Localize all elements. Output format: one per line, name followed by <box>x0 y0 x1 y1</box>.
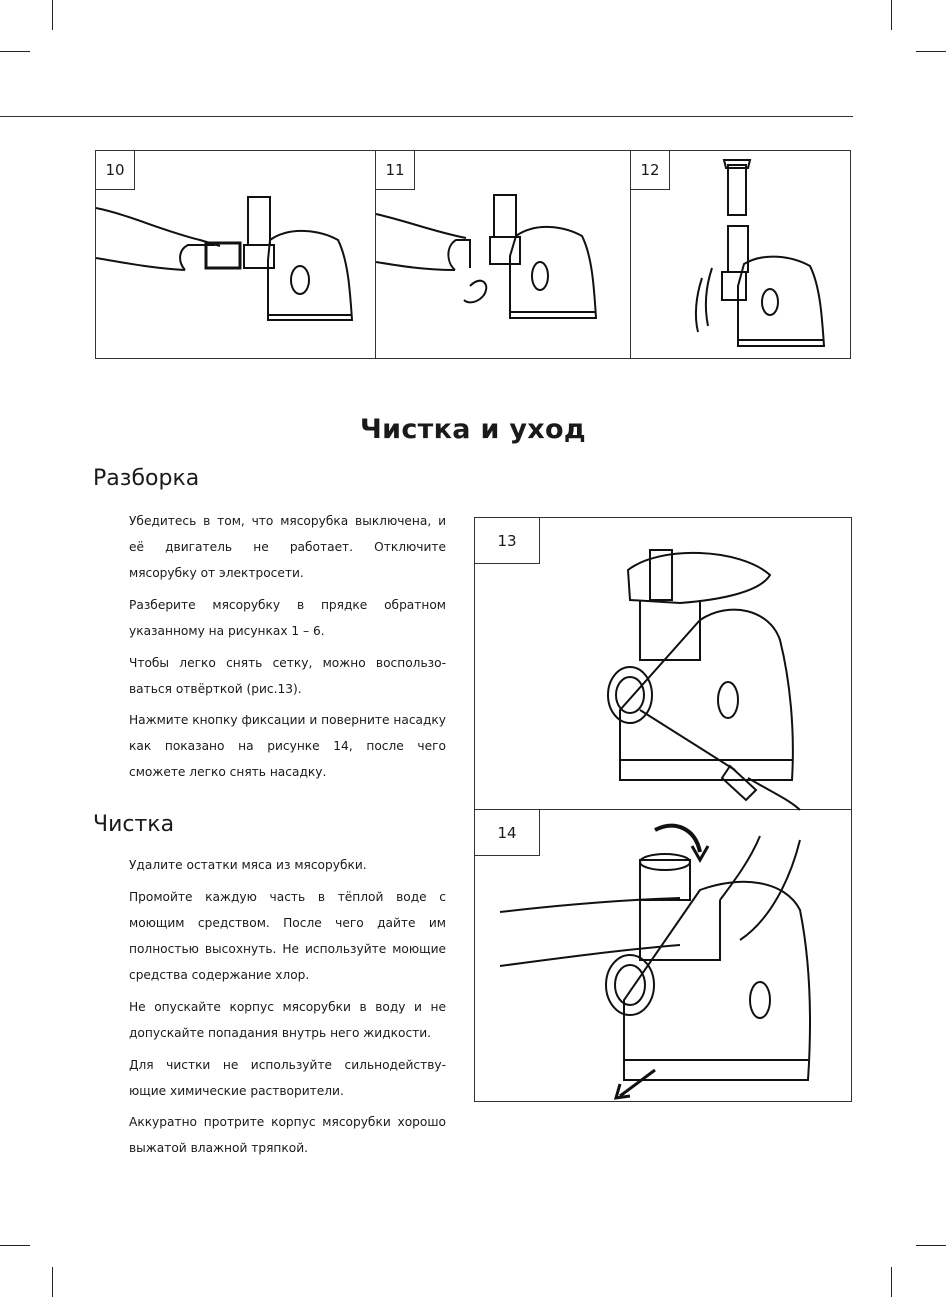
paragraph: Для чистки не используйте сильнодейству-… <box>129 1058 446 1098</box>
crop-mark <box>0 1245 30 1246</box>
crop-mark <box>52 0 53 30</box>
figure-number: 13 <box>475 518 540 564</box>
paragraph: Удалите остатки мяса из мясорубки. <box>129 858 367 872</box>
pull-arrow-icon <box>619 1068 656 1098</box>
figure-14-panel: 14 <box>474 809 852 1102</box>
grinder-illustration <box>605 853 811 1081</box>
mincing-plate-illustration <box>607 666 653 724</box>
hand-illustration <box>375 213 488 304</box>
crop-mark <box>52 1267 53 1297</box>
hand-illustration <box>95 207 221 271</box>
grinder-illustration <box>204 196 354 321</box>
paragraph: Чтобы легко снять сетку, можно воспользо… <box>129 656 446 696</box>
rotate-arrow-icon <box>654 823 702 853</box>
header-rule <box>0 116 853 117</box>
screwdriver-illustration <box>639 709 801 811</box>
figure-number: 11 <box>376 151 415 190</box>
figure-13-panel: 13 <box>474 517 852 810</box>
grinder-illustration <box>694 225 826 347</box>
figure-number: 10 <box>96 151 135 190</box>
paragraph: Разберите мясорубку в прядке обратном ук… <box>129 598 446 638</box>
hand-illustration <box>499 835 801 967</box>
paragraph: Нажмите кнопку фиксации и поверните наса… <box>129 713 446 779</box>
figure-number: 14 <box>475 810 540 856</box>
grinder-illustration <box>489 194 598 319</box>
crop-mark <box>891 0 892 30</box>
figure-10-panel: 10 <box>95 150 376 359</box>
figure-12-panel: 12 <box>630 150 851 359</box>
section-heading: Чистка <box>93 812 175 837</box>
page-title: Чистка и уход <box>360 414 586 445</box>
crop-mark <box>916 51 946 52</box>
grinder-illustration <box>619 549 794 781</box>
crop-mark <box>891 1267 892 1297</box>
paragraph: Убедитесь в том, что мясорубка выключена… <box>129 514 446 580</box>
paragraph: Аккуратно протрите корпус мясорубки хоро… <box>129 1115 446 1155</box>
crop-mark <box>0 51 30 52</box>
paragraph: Не опускайте корпус мясорубки в воду и н… <box>129 1000 446 1040</box>
paragraph: Промойте каждую часть в тёплой воде с мо… <box>129 890 446 982</box>
crop-mark <box>916 1245 946 1246</box>
section-heading: Разборка <box>93 466 200 491</box>
figure-number: 12 <box>631 151 670 190</box>
pusher-illustration <box>722 159 752 216</box>
